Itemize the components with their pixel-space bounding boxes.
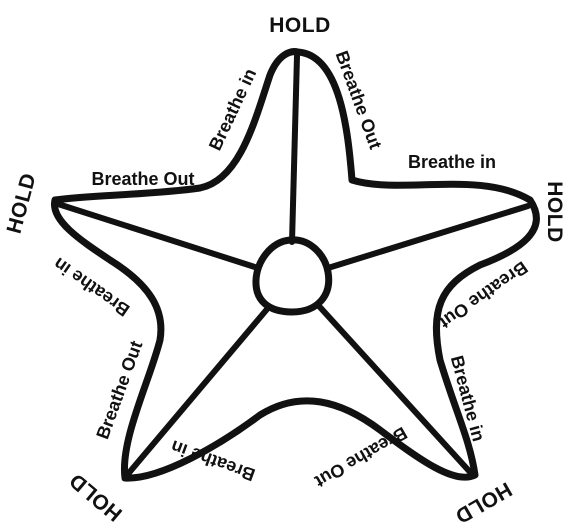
breathe-out-label-right-arm: Breathe Out [436,257,532,332]
breathe-in-label-top-left: Breathe in [205,65,260,153]
arm-line-top [292,56,297,242]
breathe-out-label-bottom-left: Breathe Out [92,338,146,442]
hold-label-left: HOLD [3,171,41,236]
hold-label-right: HOLD [543,181,566,243]
breathe-in-label-right: Breathe in [408,152,496,172]
hold-label-bottom-left: HOLD [65,468,127,525]
arm-line-left [58,204,258,268]
breathe-out-label-left: Breathe Out [91,169,194,189]
hold-label-top: HOLD [269,14,331,37]
hold-label-bottom-right: HOLD [451,477,516,527]
starfish-center [256,240,329,312]
breathe-out-label-bottom-center-right: Breathe Out [311,423,410,492]
